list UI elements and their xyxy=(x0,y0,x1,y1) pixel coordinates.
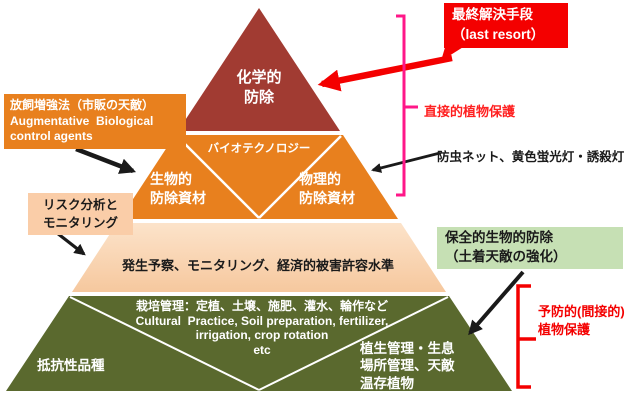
tier4-resistant-varieties-label: 抵抗性品種 xyxy=(37,358,105,373)
tier4-cultural-practice-label: 栽培管理：定植、土壌、施肥、灌水、輪作など Cultural Practice,… xyxy=(135,299,389,357)
direct-protection-bracket xyxy=(396,14,406,197)
tier2-divider-right xyxy=(258,135,342,219)
pyramid-tier1-shape xyxy=(178,8,340,131)
last-resort-arrow xyxy=(317,54,453,92)
last-resort-callout: 最終解決手段 （last resort） xyxy=(444,3,568,48)
tier3-monitoring-label: 発生予察、モニタリング、経済的被害許容水準 xyxy=(121,258,395,273)
risk-arrow xyxy=(56,231,86,256)
tier1-chemical-control-label: 化学的 防除 xyxy=(236,69,282,106)
tier2-physical-materials-label: 物理的 防除資材 xyxy=(299,171,355,206)
conservation-callout: 保全的生物的防除 （土着天敵の強化） xyxy=(437,227,623,269)
augmentative-callout: 放飼増強法（市販の天敵） Augmentative Biological con… xyxy=(4,94,186,149)
tier4-divider-right xyxy=(258,296,449,391)
tier4-vegetation-management-label: 植生管理・生息 場所管理、天敵 温存植物 xyxy=(360,341,455,391)
pyramid-tier4-shape xyxy=(6,296,512,391)
direct-protection-label: 直接的植物保護 xyxy=(424,104,516,119)
risk-analysis-callout: リスク分析と モニタリング xyxy=(28,193,133,236)
preventive-protection-bracket xyxy=(516,284,531,389)
conservation-arrow xyxy=(468,270,525,336)
insect-net-label: 防虫ネット、黄色蛍光灯・誘殺灯 xyxy=(437,150,625,164)
pyramid-tier3-shape xyxy=(72,223,446,292)
tier2-biological-materials-label: 生物的 防除資材 xyxy=(150,171,206,206)
pyramid-tier2-shape xyxy=(120,135,398,219)
insect-net-arrow xyxy=(371,151,441,173)
tier2-divider-left xyxy=(176,135,260,219)
tier4-divider-left xyxy=(69,296,260,391)
preventive-protection-label: 予防的(間接的) 植物保護 xyxy=(538,304,625,337)
tier2-biotechnology-label: バイオテクノロジー xyxy=(207,143,311,155)
augmentative-arrow xyxy=(75,146,137,174)
